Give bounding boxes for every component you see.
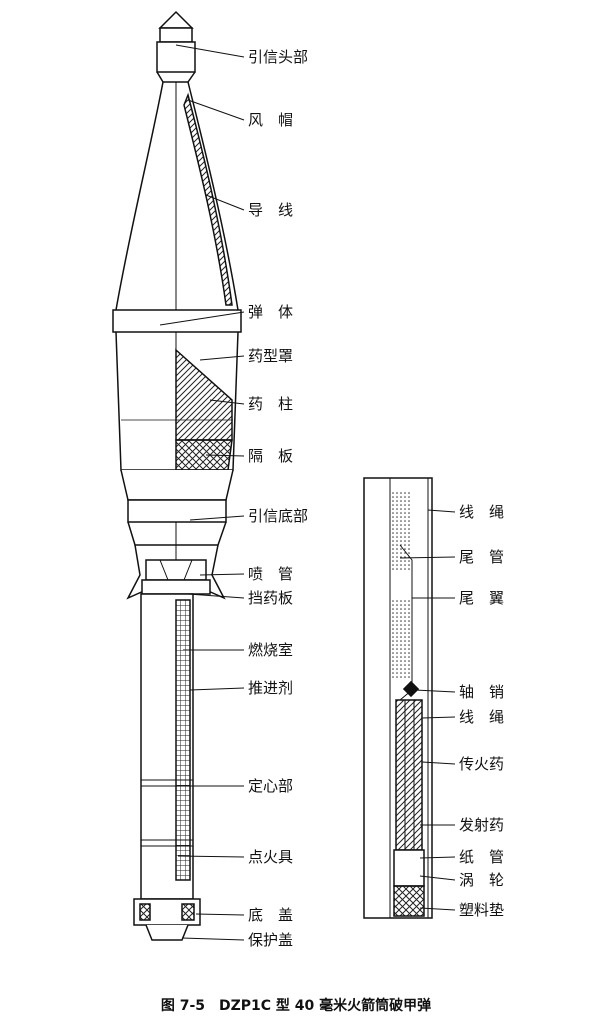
label-windshield: 风 帽 — [248, 111, 294, 129]
label-cord-1: 线 绳 — [459, 503, 505, 521]
label-cord-2: 线 绳 — [459, 708, 505, 726]
figure-caption: 图 7-5 DZP1C 型 40 毫米火箭筒破甲弹 — [160, 998, 432, 1014]
label-pin: 轴 销 — [459, 683, 505, 701]
label-wire: 导 线 — [248, 201, 294, 219]
launch-cartridge — [363, 477, 433, 919]
label-protect-cap: 保护盖 — [248, 931, 294, 949]
right-leaders — [399, 509, 456, 911]
label-centering: 定心部 — [248, 777, 294, 795]
label-baffle: 隔 板 — [248, 447, 294, 465]
label-fuze-base: 引信底部 — [248, 507, 309, 525]
left-leaders — [159, 44, 245, 941]
rocket-left — [112, 10, 242, 941]
label-chamber: 燃烧室 — [248, 641, 294, 659]
label-launch-charge: 发射药 — [459, 816, 505, 834]
label-body: 弹 体 — [248, 303, 294, 321]
label-base-cap: 底 盖 — [248, 906, 294, 924]
label-turbine: 涡 轮 — [459, 871, 505, 889]
label-propellant: 推进剂 — [248, 679, 294, 697]
label-paper-tube: 纸 管 — [459, 848, 505, 866]
label-fin: 尾 翼 — [459, 589, 505, 607]
label-charge: 药 柱 — [248, 395, 294, 413]
label-igniter: 点火具 — [248, 848, 294, 866]
label-retainer: 挡药板 — [248, 589, 294, 607]
label-liner: 药型罩 — [248, 347, 294, 365]
label-primer: 传火药 — [459, 755, 505, 773]
label-nozzle: 喷 管 — [248, 565, 294, 583]
label-tail-tube: 尾 管 — [459, 548, 505, 566]
label-plastic-pad: 塑料垫 — [459, 901, 505, 919]
label-fuze-head: 引信头部 — [248, 48, 309, 66]
